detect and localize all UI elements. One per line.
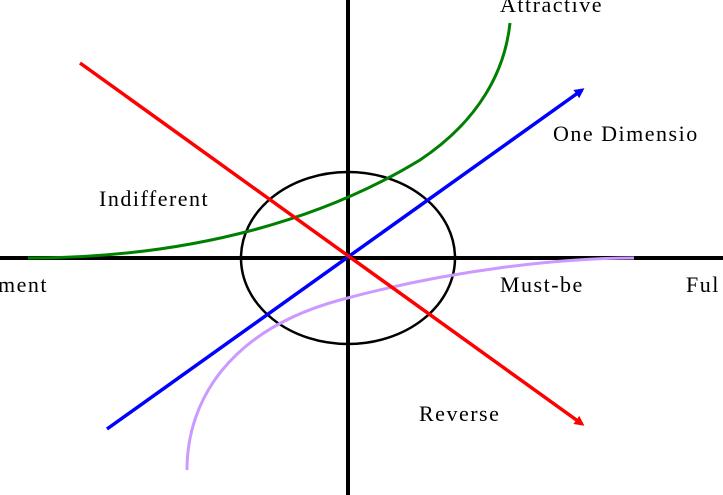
label-reverse: Reverse: [419, 401, 500, 426]
indifferent-region-ellipse: [239, 170, 457, 346]
attractive-curve: [27, 22, 512, 260]
one-dimensional-line: [105, 88, 585, 431]
reverse-line: [78, 61, 585, 426]
label-attractive: Attractive: [500, 0, 603, 17]
label-indifferent: Indifferent: [99, 186, 209, 211]
label-left-axis: ment: [0, 272, 48, 297]
label-right-axis: Ful: [686, 272, 720, 297]
must-be-curve: [185, 256, 635, 471]
label-must-be: Must-be: [500, 272, 584, 297]
label-one-dimensional: One Dimensio: [553, 121, 699, 146]
